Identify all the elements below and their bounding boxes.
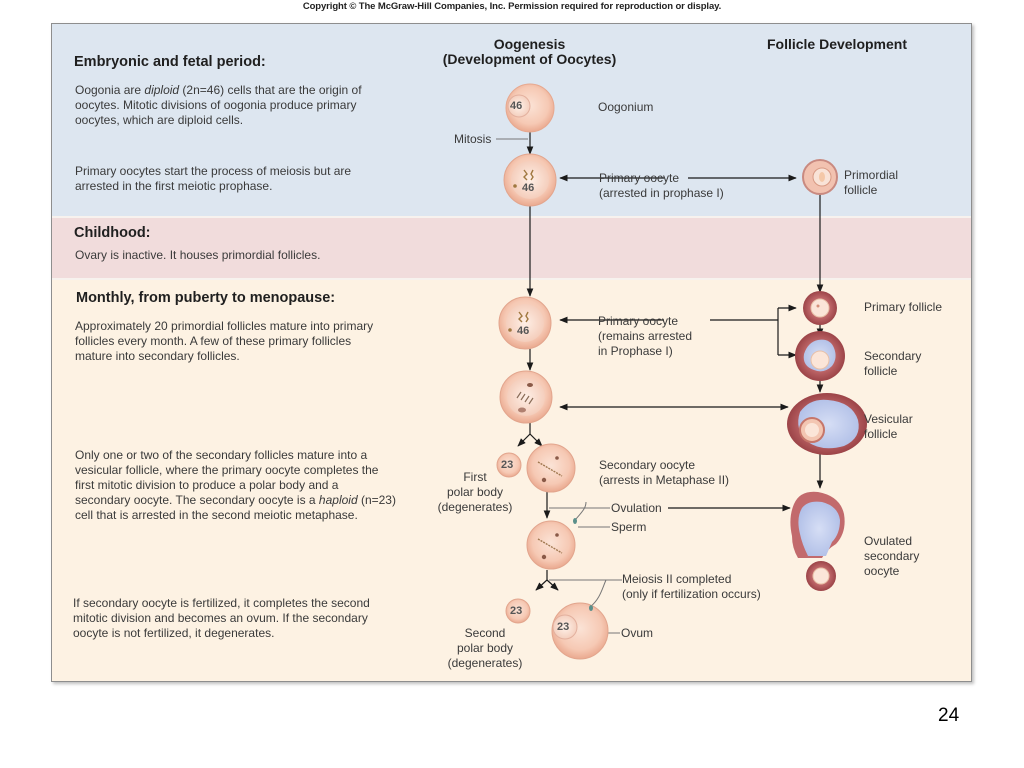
embryonic-para-1: Oogonia are diploid (2n=46) cells that a…: [75, 83, 362, 127]
second-polar-body: [505, 598, 531, 624]
vesicular-follicle: [787, 393, 867, 455]
label-mitosis: Mitosis: [454, 132, 492, 146]
band-divider: [52, 216, 971, 218]
follicle-header: Follicle Development: [766, 36, 908, 52]
label-primary-oocyte-1: Primary oocyte (arrested in prophase I): [599, 171, 724, 200]
figure-frame: Embryonic and fetal period: Oogonia are …: [51, 23, 972, 682]
arrow-to-secondary: [529, 433, 543, 447]
label-sperm: Sperm: [611, 520, 647, 534]
first-polar-chromosome-count: 23: [501, 459, 514, 471]
childhood-title: Childhood:: [74, 225, 151, 241]
label-primordial-follicle: Primordial follicle: [844, 168, 899, 197]
first-polar-body: [496, 452, 522, 478]
diagram-graphics: [496, 83, 867, 660]
primary-oocyte-cell-1: [503, 153, 557, 207]
label-primary-follicle: Primary follicle: [864, 300, 943, 314]
ovulated-follicle: [790, 491, 845, 591]
primary-follicle: [803, 291, 837, 325]
fertilized-oocyte-cell: [526, 518, 577, 570]
primordial-follicle: [802, 159, 838, 195]
ovum-cell: [551, 602, 609, 660]
label-secondary-follicle: Secondary follicle: [864, 349, 922, 378]
ovum-chromosome-count: 23: [557, 621, 570, 633]
puberty-title: Monthly, from puberty to menopause:: [76, 290, 336, 306]
oogenesis-header: Oogenesis (Development of Oocytes): [442, 36, 617, 67]
embryonic-para-2: Primary oocytes start the process of mei…: [75, 164, 352, 193]
oogonium-chromosome-count: 46: [510, 100, 523, 112]
secondary-oocyte-cell: [526, 443, 576, 493]
meiosis-one-cell: [499, 370, 553, 424]
band-divider: [52, 278, 971, 280]
page-number: 24: [938, 705, 960, 726]
label-ovum: Ovum: [621, 626, 654, 640]
secondary-follicle: [795, 331, 845, 381]
childhood-para-1: Ovary is inactive. It houses primordial …: [75, 248, 321, 262]
primary-oocyte-1-chromosome-count: 46: [522, 182, 535, 194]
primary-oocyte-cell-2: [498, 296, 552, 350]
puberty-para-1: Approximately 20 primordial follicles ma…: [75, 319, 374, 363]
band-childhood: [52, 218, 971, 278]
label-oogonium: Oogonium: [598, 100, 654, 114]
copyright-notice: Copyright © The McGraw-Hill Companies, I…: [302, 1, 722, 12]
label-ovulation: Ovulation: [611, 501, 662, 515]
label-ovulated-secondary-oocyte: Ovulated secondary oocyte: [864, 534, 920, 578]
label-secondary-oocyte: Secondary oocyte (arrests in Metaphase I…: [599, 458, 730, 487]
puberty-para-2: Only one or two of the secondary follicl…: [75, 448, 396, 522]
oogonium-cell: [505, 83, 555, 133]
arrow-to-ovum: [546, 579, 559, 591]
label-second-polar-body: Second polar body (degenerates): [447, 626, 523, 670]
label-first-polar-body: First polar body (degenerates): [437, 470, 513, 514]
second-polar-chromosome-count: 23: [510, 605, 523, 617]
arrow-to-second-polar: [535, 570, 548, 591]
primary-oocyte-2-chromosome-count: 46: [517, 325, 530, 337]
label-primary-oocyte-2: Primary oocyte (remains arrested in Prop…: [598, 314, 693, 358]
embryonic-title: Embryonic and fetal period:: [74, 54, 266, 70]
label-vesicular-follicle: Vesicular follicle: [864, 412, 913, 441]
label-meiosis-ii: Meiosis II completed (only if fertilizat…: [622, 572, 761, 601]
arrow-to-first-polar: [517, 420, 531, 447]
puberty-para-3: If secondary oocyte is fertilized, it co…: [73, 596, 370, 640]
